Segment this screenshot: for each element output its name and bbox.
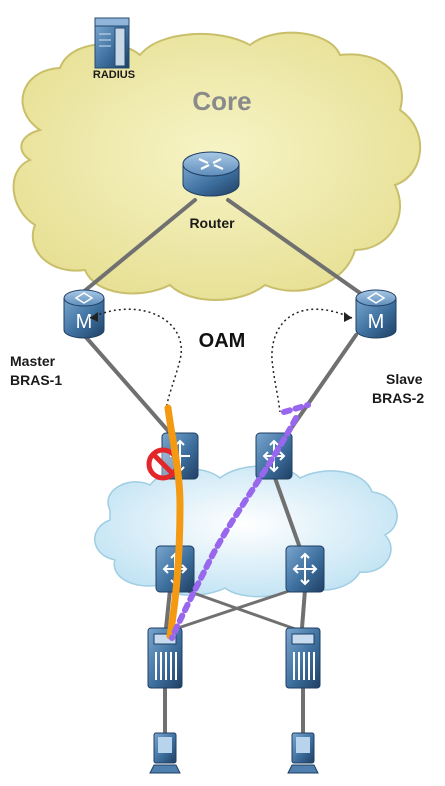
radius-label: RADIUS [93,69,135,81]
router-label: Router [189,215,235,231]
link-sw2-sw4 [273,476,302,550]
link-sw3-dslam1 [164,588,172,630]
links [80,198,362,737]
link-bras2-switch2 [286,333,358,435]
bras2-icon: M [355,289,397,339]
oam-label: OAM [199,330,246,352]
dslam2-icon [285,627,321,689]
master-name: BRAS-1 [10,372,62,388]
dslam1-icon [147,627,183,689]
server-icon [94,17,130,69]
oam-arrow-right [344,312,352,322]
slave-label: Slave [386,371,423,387]
svg-text:M: M [368,311,385,333]
link-router-bras1 [80,198,197,295]
link-sw3-dslam2 [183,588,300,632]
link-router-bras2 [226,198,362,295]
switch4-icon [285,545,325,593]
oam-arc-right [271,308,353,413]
active-path [164,404,184,640]
core-label: Core [192,86,251,116]
svg-text:M: M [76,311,93,333]
link-bras1-switch1 [82,333,172,435]
access-cloud [94,465,398,598]
oam-arrow-left [90,312,98,322]
slave-name: BRAS-2 [372,390,424,406]
link-sw4-dslam2 [300,588,307,630]
master-label: Master [10,353,56,369]
pc2-icon [287,732,319,774]
link-sw4-dslam1 [170,588,294,632]
standby-path [169,402,311,641]
bras1-icon: M [63,289,105,339]
pc1-icon [149,732,181,774]
router-icon [182,151,240,197]
oam-arc-left [89,308,183,411]
